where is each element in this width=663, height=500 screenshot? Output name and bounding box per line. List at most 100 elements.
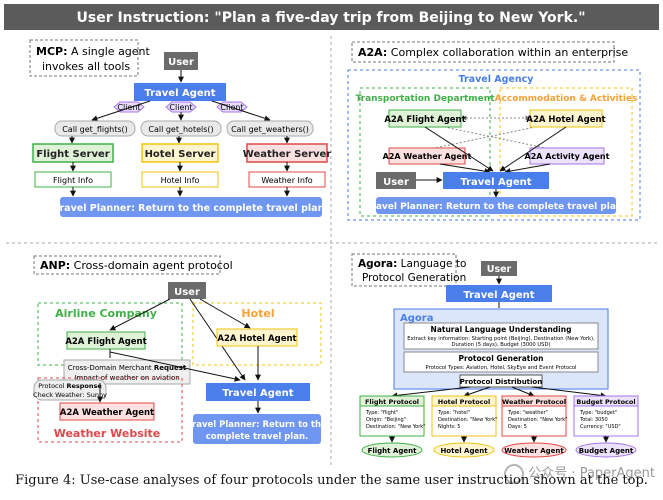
svg-text:Protocol Generation: Protocol Generation bbox=[459, 354, 544, 363]
svg-text:Destination: "New York": Destination: "New York" bbox=[438, 417, 497, 423]
svg-text:MCP: A single agent: MCP: A single agent bbox=[36, 45, 151, 58]
svg-text:Type: "flight": Type: "flight" bbox=[365, 410, 398, 416]
svg-text:Hotel Agent: Hotel Agent bbox=[440, 447, 488, 455]
svg-text:A2A Hotel Agent: A2A Hotel Agent bbox=[526, 115, 605, 125]
a2a-title-rest: Complex collaboration within an enterpri… bbox=[387, 46, 628, 59]
protocol-generation-box bbox=[403, 351, 599, 373]
airline-label: Airline Company bbox=[55, 307, 157, 320]
protocol-card-weather: Weather Protocol Type: "weather" Destina… bbox=[501, 395, 567, 458]
svg-text:Protocol Types: Aviation, Hote: Protocol Types: Aviation, Hotel, SkyEye … bbox=[426, 365, 577, 371]
svg-text:Destination: "New York": Destination: "New York" bbox=[366, 424, 425, 430]
anp-user-box bbox=[168, 282, 206, 299]
svg-text:Currency: "USD": Currency: "USD" bbox=[580, 424, 621, 430]
svg-text:Days: 5: Days: 5 bbox=[508, 424, 527, 430]
svg-text:Hotel Protocol: Hotel Protocol bbox=[438, 398, 490, 406]
protocol-card-hotel: Hotel Protocol Type: "hotel" Destination… bbox=[431, 395, 497, 458]
agora-box-label: Agora bbox=[400, 313, 433, 324]
mcp-title-rest: A single agent bbox=[67, 45, 150, 58]
mcp-planner-label: Travel Planner: Return to the complete t… bbox=[54, 203, 328, 214]
a2a-user-box bbox=[376, 172, 416, 189]
agora-title-rest: Language to bbox=[397, 258, 466, 270]
a2a-activity-agent bbox=[529, 147, 605, 165]
travel-agency-label: Travel Agency bbox=[459, 74, 535, 85]
mcp-travel-agent-label: Travel Agent bbox=[144, 88, 215, 99]
svg-text:Agora: Language to: Agora: Language to bbox=[358, 258, 466, 270]
header-title: User Instruction: "Plan a five-day trip … bbox=[77, 10, 586, 26]
svg-text:Transportation Department: Transportation Department bbox=[356, 94, 496, 104]
anp-response-note bbox=[33, 379, 107, 401]
mcp-call-weathers: Call get_weathers() bbox=[231, 125, 309, 134]
mcp-panel: MCP: A single agent invokes all tools Us… bbox=[29, 39, 331, 217]
anp-title-rest: Cross-domain agent protocol bbox=[70, 259, 232, 272]
a2a-panel: A2A: Complex collaboration within an ent… bbox=[347, 41, 641, 221]
mcp-hotel-info: Hotel Info bbox=[161, 176, 200, 185]
svg-text:Duration (5 days), Budget (300: Duration (5 days), Budget (3000 USD) bbox=[451, 342, 550, 348]
svg-text:A2A Hotel Agent: A2A Hotel Agent bbox=[217, 334, 296, 344]
mcp-clients: Client Client Client bbox=[113, 101, 248, 113]
travel-agency-boundary bbox=[347, 69, 641, 221]
svg-text:Weather Protocol: Weather Protocol bbox=[502, 398, 566, 406]
svg-text:A2A Flight Agent: A2A Flight Agent bbox=[384, 115, 465, 125]
svg-text:Type: "hotel": Type: "hotel" bbox=[437, 410, 470, 416]
svg-text:Nights: 5: Nights: 5 bbox=[438, 424, 461, 430]
svg-text:Cross-Domain Merchant Request: Cross-Domain Merchant Request bbox=[68, 364, 187, 372]
svg-text:Protocol Distribution: Protocol Distribution bbox=[460, 378, 542, 386]
svg-text:Travel Agent: Travel Agent bbox=[460, 177, 531, 188]
a2a-title-bold: A2A: bbox=[358, 46, 387, 59]
hotel-label: Hotel bbox=[241, 307, 274, 320]
svg-text:Flight Agent: Flight Agent bbox=[368, 447, 418, 455]
agora-title-line2: Protocol Generation bbox=[362, 272, 466, 284]
wechat-icon bbox=[504, 463, 525, 484]
svg-text:User: User bbox=[383, 177, 409, 188]
anp-flight-agent bbox=[66, 331, 146, 350]
nlu-box bbox=[403, 322, 599, 350]
svg-text:Flight Server: Flight Server bbox=[36, 149, 109, 160]
mcp-travel-agent bbox=[134, 83, 226, 101]
svg-text:User: User bbox=[487, 264, 512, 275]
agora-panel: Agora: Language to Protocol Generation U… bbox=[351, 253, 639, 458]
svg-text:Total: 3050: Total: 3050 bbox=[579, 417, 608, 423]
svg-text:A2A Activity Agent: A2A Activity Agent bbox=[525, 152, 610, 161]
mcp-call-hotels: Call get_hotels() bbox=[148, 125, 213, 134]
mcp-user-label: User bbox=[168, 57, 194, 68]
protocol-card-flight: Flight Protocol Type: "flight" Origin: "… bbox=[359, 395, 425, 458]
svg-text:complete travel plan.: complete travel plan. bbox=[206, 432, 308, 442]
svg-text:Budget Protocol: Budget Protocol bbox=[576, 398, 635, 406]
svg-text:Extract key information: Start: Extract key information: Starting point … bbox=[407, 336, 595, 342]
a2a-weather-agent bbox=[388, 147, 466, 165]
a2a-travel-agent bbox=[443, 172, 549, 189]
svg-text:Travel Planner: Return to the: Travel Planner: Return to the complete t… bbox=[366, 202, 625, 212]
svg-text:Impact of weather on aviation: Impact of weather on aviation bbox=[74, 374, 179, 382]
mcp-user-box bbox=[164, 52, 198, 70]
protocol-card-budget: Budget Protocol Type: "budget" Total: 30… bbox=[573, 395, 639, 458]
svg-text:Natural Language Understanding: Natural Language Understanding bbox=[431, 325, 572, 334]
a2a-planner bbox=[376, 197, 616, 214]
svg-text:Type: "budget": Type: "budget" bbox=[579, 410, 617, 416]
svg-text:Accommodation & Activities: Accommodation & Activities bbox=[495, 94, 638, 104]
weather-website-boundary bbox=[37, 377, 183, 443]
mcp-client-2: Client bbox=[169, 103, 192, 112]
svg-text:Travel Agent: Travel Agent bbox=[463, 290, 534, 301]
mcp-title-bold: MCP: bbox=[36, 45, 67, 58]
anp-request-note bbox=[63, 359, 191, 385]
svg-text:Origin: "Beijing": Origin: "Beijing" bbox=[366, 417, 406, 423]
agora-user-box bbox=[481, 261, 517, 276]
svg-text:Budget Agent: Budget Agent bbox=[579, 447, 634, 455]
mcp-flight-info: Flight Info bbox=[53, 176, 93, 185]
svg-text:Weather Agent: Weather Agent bbox=[504, 447, 564, 455]
svg-text:Destination: "New York": Destination: "New York" bbox=[508, 417, 567, 423]
anp-panel: ANP: Cross-domain agent protocol User Ai… bbox=[33, 255, 327, 444]
anp-hotel-agent bbox=[216, 328, 298, 347]
protocol-diagram: User Instruction: "Plan a five-day trip … bbox=[4, 4, 659, 466]
svg-text:Check Weather: Sunny: Check Weather: Sunny bbox=[33, 391, 107, 399]
watermark: 公众号 · PaperAgent bbox=[504, 462, 655, 484]
mcp-title-line2: invokes all tools bbox=[42, 60, 130, 73]
header-bar bbox=[4, 4, 659, 30]
svg-text:A2A: Complex collaboration wit: A2A: Complex collaboration within an ent… bbox=[358, 46, 628, 59]
hotel-boundary bbox=[192, 302, 322, 366]
agora-travel-agent bbox=[446, 285, 552, 302]
svg-text:ANP: Cross-domain agent protoc: ANP: Cross-domain agent protocol bbox=[40, 259, 233, 272]
svg-text:Flight Protocol: Flight Protocol bbox=[365, 398, 419, 406]
svg-text:Travel Planner: Return to the: Travel Planner: Return to the bbox=[187, 420, 327, 430]
anp-weather-agent bbox=[59, 402, 155, 421]
